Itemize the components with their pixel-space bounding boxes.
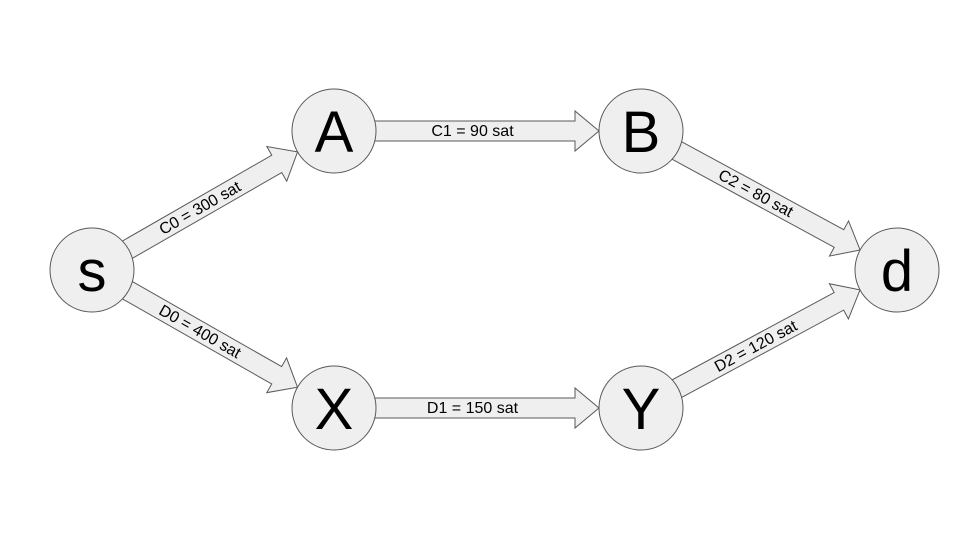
edge-Y-d: D2 = 120 sat [667, 283, 861, 401]
edge-arrow [369, 386, 600, 430]
node-circle [598, 365, 684, 451]
edge-label: D0 = 400 sat [156, 302, 244, 362]
node-label: Y [622, 377, 661, 442]
edge-B-d: C2 = 80 sat [667, 138, 861, 257]
edge-label: D2 = 120 sat [712, 317, 801, 376]
node-circle [854, 227, 940, 313]
edge-arrow [117, 145, 299, 262]
node-label: A [315, 100, 354, 165]
edge-arrow [117, 278, 299, 394]
node-Y: Y [598, 365, 684, 451]
node-d: d [854, 227, 940, 313]
edge-label: C0 = 300 sat [157, 178, 245, 238]
edge-arrow [369, 109, 600, 153]
node-label: B [622, 100, 661, 165]
edges-layer: C0 = 300 sat C1 = 90 sat C2 = 80 sat D0 = 4… [117, 109, 861, 430]
edge-A-B: C1 = 90 sat [369, 109, 600, 153]
node-circle [291, 365, 377, 451]
node-X: X [291, 365, 377, 451]
node-s: s [49, 227, 135, 313]
node-circle [49, 227, 135, 313]
edge-label: C2 = 80 sat [715, 167, 796, 221]
node-A: A [291, 88, 377, 174]
edge-arrow [667, 138, 861, 257]
edge-label: D1 = 150 sat [427, 400, 519, 417]
node-B: B [598, 88, 684, 174]
nodes-layer: s A BdX Y [49, 88, 940, 451]
node-label: d [881, 239, 913, 304]
edge-s-X: D0 = 400 sat [117, 278, 299, 394]
edge-label: C1 = 90 sat [431, 123, 514, 140]
edge-s-A: C0 = 300 sat [117, 145, 299, 262]
edge-X-Y: D1 = 150 sat [369, 386, 600, 430]
node-circle [291, 88, 377, 174]
node-circle [598, 88, 684, 174]
node-label: X [315, 377, 354, 442]
node-label: s [78, 239, 107, 304]
edge-arrow [667, 283, 861, 401]
